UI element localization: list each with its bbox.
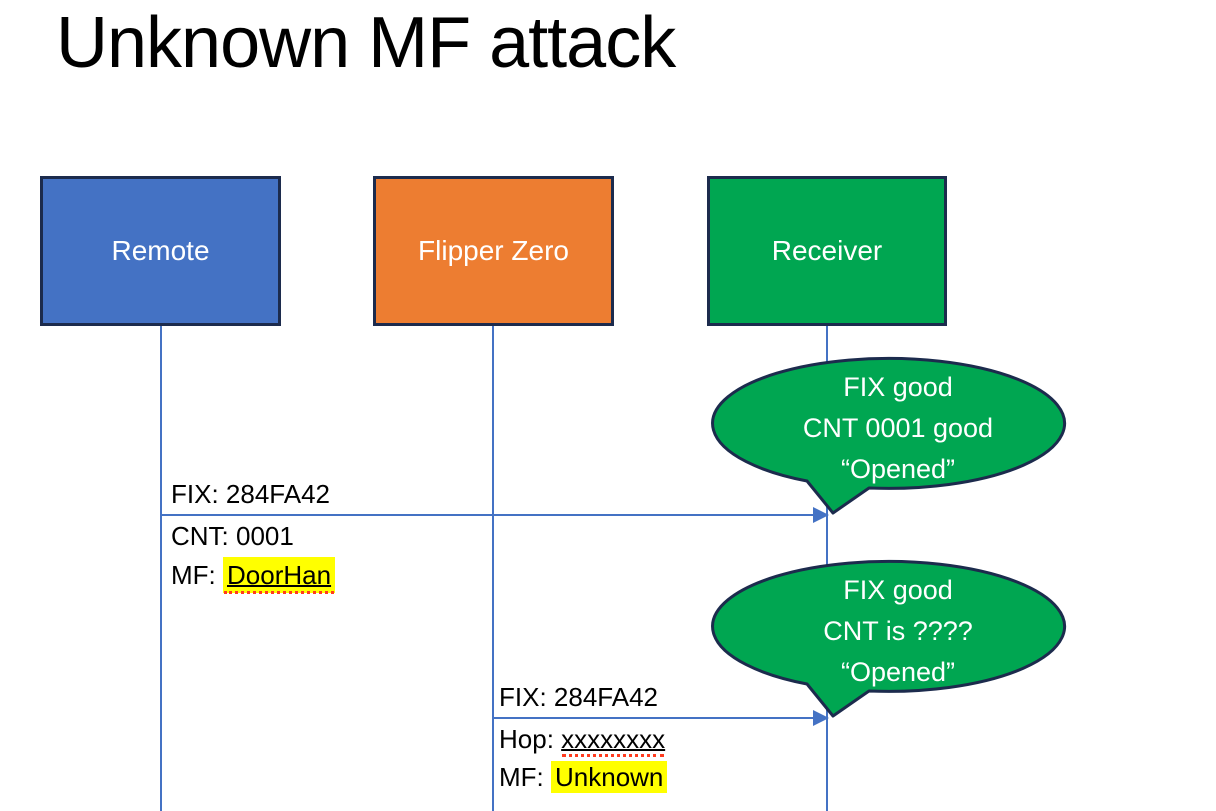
message1-mf-label: MF: DoorHan — [171, 557, 336, 594]
mf-value-highlighted: DoorHan — [223, 557, 336, 594]
actor-label: Remote — [111, 235, 210, 266]
callout-bubble-1 — [711, 356, 1067, 515]
mf-prefix: MF: — [499, 762, 551, 792]
hop-prefix: Hop: — [499, 724, 562, 754]
callout-bubble-2 — [711, 559, 1067, 718]
message1-cnt-label: CNT: 0001 — [171, 521, 294, 551]
actor-box-flipper-zero: Flipper Zero — [373, 176, 614, 326]
actor-box-receiver: Receiver — [707, 176, 947, 326]
callout-line: “Opened” — [840, 657, 956, 687]
actor-label: Receiver — [771, 235, 883, 266]
callout-line: FIX good — [843, 575, 953, 605]
message2-hop-label: Hop: xxxxxxxx — [499, 722, 666, 757]
hop-value-underlined: xxxxxxxx — [561, 724, 666, 757]
callout-line: CNT is ???? — [823, 616, 973, 646]
callout-line: CNT 0001 good — [802, 413, 994, 443]
callout2-text: FIX good CNT is ???? “Opened” — [723, 570, 1073, 693]
callout1-text: FIX good CNT 0001 good “Opened” — [723, 367, 1073, 490]
actor-label: Flipper Zero — [418, 235, 569, 266]
callout-line: “Opened” — [840, 454, 956, 484]
arrowhead-icon — [813, 507, 829, 523]
callout-line: FIX good — [843, 372, 953, 402]
message2-mf-label: MF: Unknown — [499, 760, 668, 794]
message1-fix-label: FIX: 284FA42 — [171, 479, 330, 509]
mf-prefix: MF: — [171, 560, 223, 590]
page-title: Unknown MF attack — [56, 3, 676, 83]
message2-fix-label: FIX: 284FA42 — [499, 682, 658, 712]
actor-box-remote: Remote — [40, 176, 281, 326]
mf-value-highlighted: Unknown — [551, 761, 668, 793]
arrowhead-icon — [813, 710, 829, 726]
